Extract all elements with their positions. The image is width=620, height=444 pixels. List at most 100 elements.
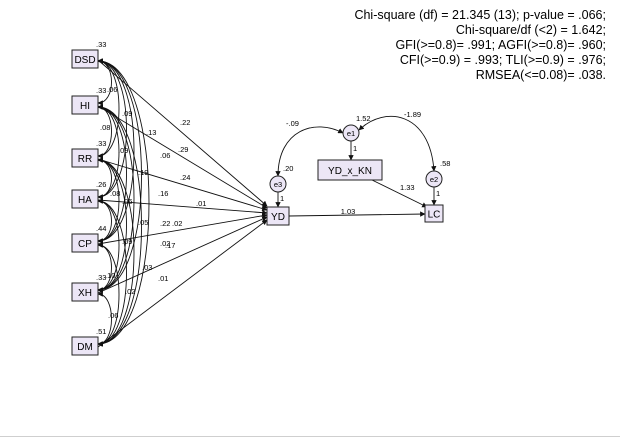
variable-label-hi: HI [80, 101, 90, 112]
observed-variable-hi [71, 95, 99, 115]
covariance-label: .06 [107, 85, 117, 94]
coef-e1-e3: -.09 [286, 119, 299, 128]
path-DSD-yd [97, 59, 268, 207]
covariance-label: .19 [138, 168, 148, 177]
variance-label-ha: .26 [96, 180, 106, 189]
observed-variable-yd-x-kn [317, 159, 383, 181]
covariance-label: .03 [142, 263, 152, 272]
observed-variable-lc [424, 204, 444, 223]
error-label-e3: e3 [274, 180, 282, 189]
path-coef-to-yd: .01 [158, 274, 168, 283]
path-coef-to-yd: .17 [165, 241, 175, 250]
error-term-e2 [425, 170, 443, 188]
covariance-label: .13 [146, 128, 156, 137]
variance-label-dm: .51 [96, 327, 106, 336]
bottom-divider [0, 436, 620, 437]
path-coef-to-yd: .22 [180, 118, 190, 127]
fit-chi-square-df: Chi-square/df (<2) = 1.642; [455, 23, 606, 37]
error-label-e1: e1 [347, 129, 355, 138]
variable-label-yd: YD [271, 212, 285, 223]
path-coef-to-yd: .01 [196, 199, 206, 208]
covariance-arc-RR-DM [97, 157, 135, 347]
path-coef-to-yd: .29 [178, 145, 188, 154]
path-coef-to-yd: .02 [172, 219, 182, 228]
coefficient-labels: .06 .09 .08 .13 .09 .06 .19 .08 .16 .06 .22 .05 .09.… [74, 40, 450, 353]
observed-variable-ha [71, 189, 99, 209]
variance-label-hi: .33 [96, 86, 106, 95]
covariance-label: .02 [160, 239, 170, 248]
error-label-e2: e2 [430, 175, 438, 184]
fit-chi-square: Chi-square (df) = 21.345 (13); p-value =… [354, 8, 606, 22]
covariance-label: .09 [122, 109, 132, 118]
coef-yd-lc: 1.03 [341, 207, 356, 216]
variable-label-ha: HA [78, 195, 92, 206]
covariance-label: .16 [158, 189, 168, 198]
path-RR-yd [97, 158, 268, 212]
variance-label-rr: .33 [96, 139, 106, 148]
variable-label-xh: XH [78, 288, 92, 299]
covariance-arc-XH-DM [97, 291, 112, 347]
covariance-label: .08 [100, 123, 110, 132]
path-HI-yd [97, 105, 268, 209]
covariance-arc-DSD-HA [97, 58, 127, 200]
variance-label-xh: .33 [96, 273, 106, 282]
error-variance-e1: 1.52 [356, 114, 371, 123]
error-variance-e2: .58 [440, 159, 450, 168]
observed-variable-cp [71, 233, 99, 253]
covariance-label: .22 [160, 219, 170, 228]
observed-variable-yd [266, 206, 290, 226]
covariance-label: .06 [108, 311, 118, 320]
covariance-label: .09 [118, 146, 128, 155]
path-coef-to-yd: .24 [180, 173, 190, 182]
variable-label-rr: RR [78, 154, 92, 165]
variable-nodes [71, 49, 444, 356]
covariance-arc-CP-DM [97, 242, 120, 347]
path-XH-yd [97, 216, 268, 294]
covariance-label: .06 [122, 197, 132, 206]
variable-label-lc: LC [428, 210, 441, 221]
variable-label-dm: DM [77, 342, 93, 353]
variable-label-yd-x-kn: YD_x_KN [328, 166, 372, 177]
fit-cfi-tli: CFI(>=0.9) = .993; TLI(>=0.9) = .976; [399, 53, 606, 67]
model-fit-statistics: Chi-square (df) = 21.345 (13); p-value =… [354, 8, 606, 83]
coef-e2-lc: 1 [436, 189, 440, 198]
variance-label-dsd: .33 [96, 40, 106, 49]
covariance-label: .02 [125, 287, 135, 296]
covariance-label: .10 [105, 271, 115, 280]
variable-label-cp: CP [78, 239, 92, 250]
cov-e1-e2 [358, 115, 437, 172]
coef-e1-e2: -1.89 [404, 110, 421, 119]
path-HA-yd [97, 199, 268, 216]
error-term-e3 [269, 175, 287, 193]
path-CP-yd [97, 213, 268, 245]
variance-label-cp: .44 [96, 224, 106, 233]
coef-e3-yd: 1 [280, 194, 284, 203]
observed-variable-dm [71, 336, 99, 356]
observed-variable-rr [71, 148, 99, 168]
fit-rmsea: RMSEA(<=0.08)= .038. [475, 68, 606, 82]
covariance-label: .05 [138, 218, 148, 227]
regression-paths [97, 59, 437, 348]
covariance-arc-RR-XH [97, 157, 127, 293]
path-yd-lc [288, 211, 426, 217]
variable-label-dsd: DSD [74, 55, 95, 66]
cov-e1-e3 [275, 126, 344, 177]
covariance-label: .09 [122, 237, 132, 246]
error-term-e1 [342, 124, 360, 142]
error-variance-e3: .20 [283, 164, 293, 173]
fit-gfi-agfi: GFI(>=0.8)= .991; AGFI(>=0.8)= .960; [395, 38, 606, 52]
coef-e1-ydkn: 1 [353, 144, 357, 153]
path-DM-yd [97, 219, 268, 348]
covariance-arc-DSD-DM [97, 58, 150, 347]
observed-variable-dsd [71, 49, 99, 69]
covariance-label: .08 [110, 189, 120, 198]
observed-variable-xh [71, 282, 99, 302]
coef-ydkn-lc: 1.33 [400, 183, 415, 192]
covariance-arc-DSD-RR [97, 58, 120, 159]
covariance-arc-HI-CP [97, 104, 127, 244]
covariance-label: .06 [160, 151, 170, 160]
path-ydkn-lc [371, 179, 428, 208]
covariance-arc-DSD-CP [97, 58, 135, 244]
